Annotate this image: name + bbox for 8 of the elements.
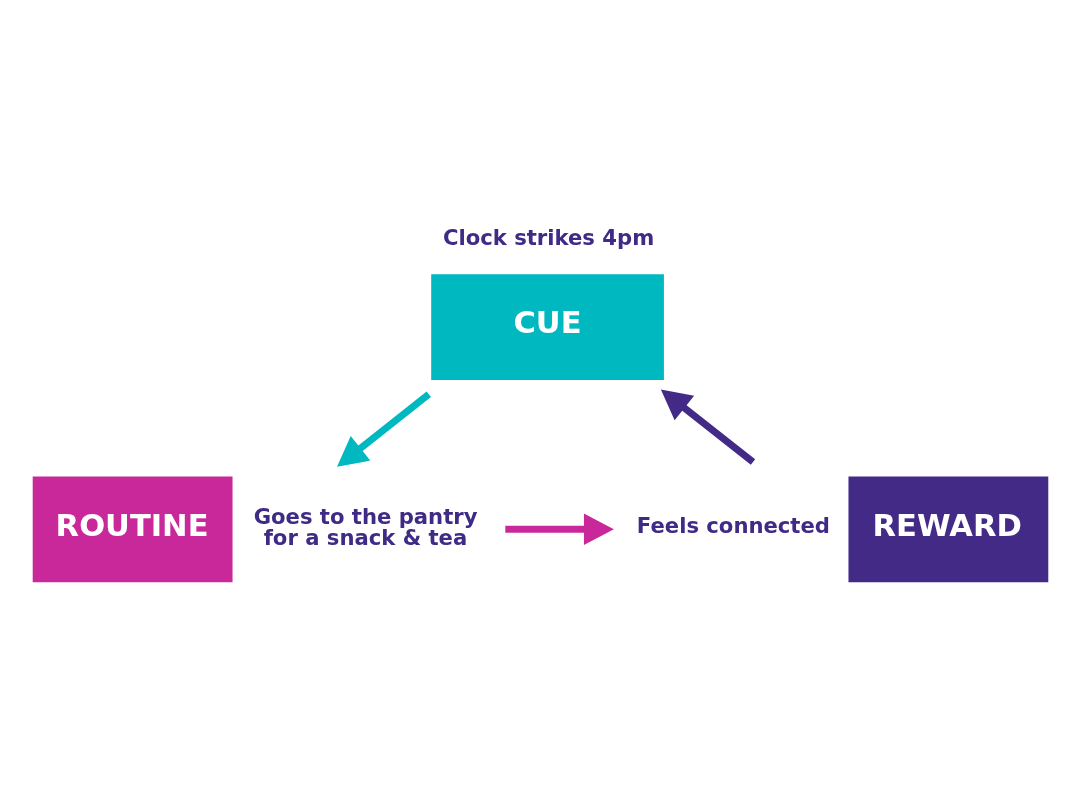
arrow: [337, 391, 431, 467]
arrow: [660, 389, 756, 465]
node-label: Clock strikes 4pm: [442, 225, 655, 251]
node-box: CUE: [431, 274, 664, 380]
node-label: Feels connected: [636, 513, 830, 539]
node-box: REWARD: [848, 476, 1049, 583]
node-box: ROUTINE: [32, 476, 233, 583]
node-label: Goes to the pantry for a snack & tea: [253, 503, 478, 551]
